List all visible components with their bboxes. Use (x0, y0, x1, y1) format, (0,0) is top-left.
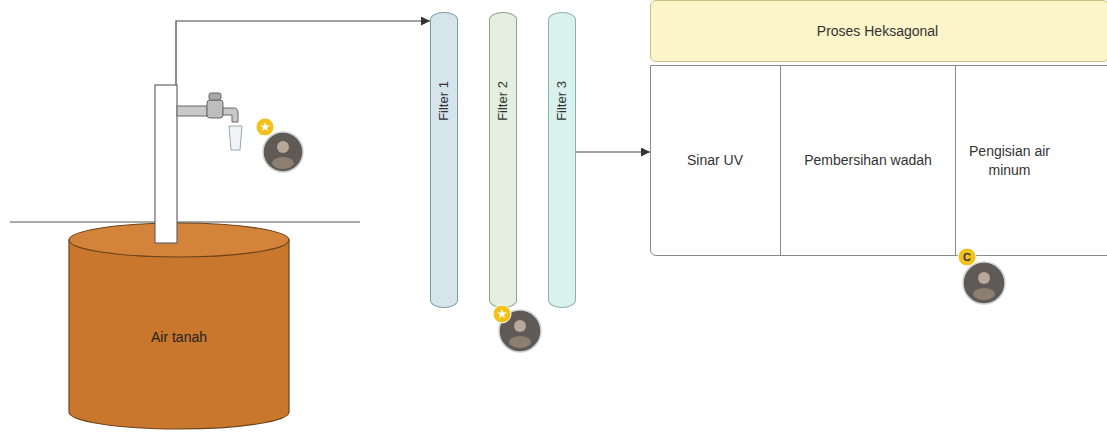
avatar-icon (493, 305, 541, 352)
process-step: Sinar UV (650, 65, 780, 256)
node-text: Sinar UV (687, 151, 743, 169)
tank-body (69, 240, 289, 429)
node-text: Proses Heksagonal (817, 22, 938, 40)
process-group: Proses HeksagonalSinar UV Pembersihan wad… (650, 0, 1107, 257)
filter-tube: Filter 1 (430, 12, 458, 308)
groundwater-tank: Air tanah (68, 222, 290, 432)
heading-band: Proses Heksagonal (650, 0, 1107, 62)
process-step: Pembersihan wadah (780, 65, 955, 256)
node-text: Air tanah (151, 328, 207, 346)
badge-letter: C (963, 252, 971, 263)
filter-tube: Filter 2 (489, 12, 517, 308)
node-text: Filter 3 (554, 81, 571, 121)
avatar-icon (256, 118, 303, 172)
node-text: Filter 2 (495, 81, 512, 121)
node-text: Pembersihan wadah (804, 151, 932, 169)
ground-line (10, 221, 360, 222)
flow-arrow (576, 151, 650, 152)
tank-shape (68, 222, 290, 432)
process-step: Pengisian air minum (955, 65, 1107, 256)
tank-top (69, 223, 289, 257)
node-text: Filter 1 (436, 81, 453, 121)
avatar-icon (958, 248, 1005, 304)
pipe (155, 85, 177, 243)
node-text: Pengisian air minum (966, 142, 1053, 178)
flow-arrow (176, 21, 430, 222)
filter-tube: Filter 3 (548, 12, 576, 308)
faucet (177, 93, 242, 150)
